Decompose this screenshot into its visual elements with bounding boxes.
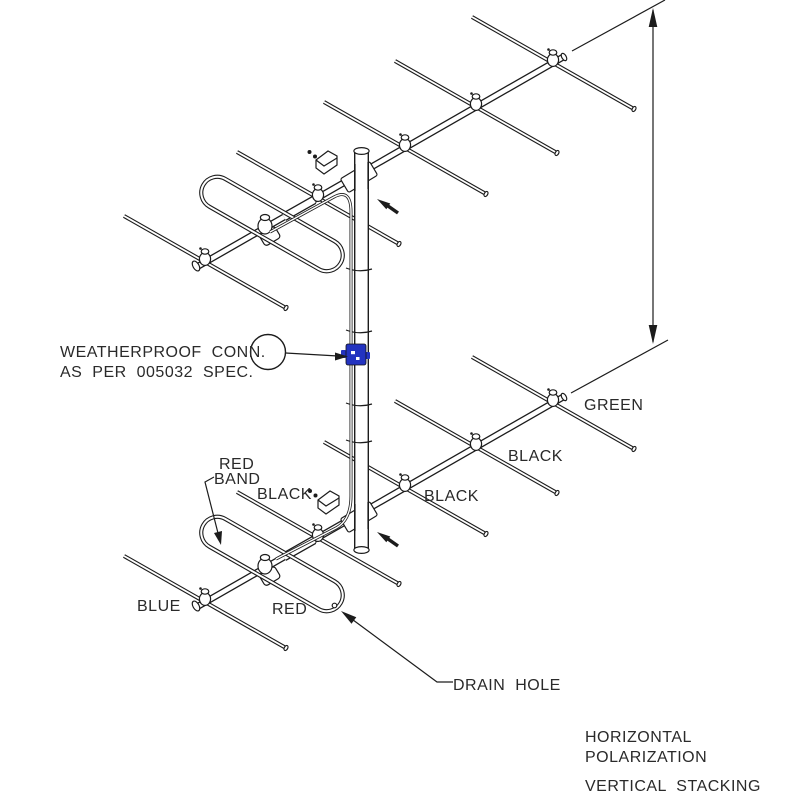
- bolt-top: [313, 154, 317, 159]
- bottom-antenna-clamps: [198, 388, 560, 607]
- driven-element-bracket: [257, 553, 281, 586]
- top-antenna-clamps: [198, 48, 560, 267]
- mast-bottom-cap: [353, 545, 370, 554]
- drain-hole-leader: [341, 611, 453, 683]
- label-red-band-line1: RED: [219, 456, 254, 473]
- label-red-band-line2: BAND: [214, 471, 260, 488]
- bolt-bottom: [313, 493, 318, 498]
- saddle-clamp-top: [315, 150, 338, 175]
- top-folded-dipole: [199, 174, 345, 274]
- boom-end-cap: [560, 392, 568, 402]
- red-band-leader: [204, 476, 222, 545]
- boom-end-cap: [560, 52, 568, 62]
- note-vertical-stacking: VERTICAL STACKING: [585, 778, 761, 795]
- cable-tie: [345, 329, 373, 334]
- bottom-antenna: [123, 355, 637, 652]
- cable-tie: [345, 267, 373, 272]
- stacking-dimension: [570, 0, 669, 394]
- bottom-folded-dipole: [199, 514, 345, 614]
- diagram-notes: HORIZONTAL POLARIZATION VERTICAL STACKIN…: [585, 729, 761, 795]
- label-drain-hole: DRAIN HOLE: [453, 677, 561, 694]
- mast-top-cap: [353, 147, 370, 156]
- dimension-arrow-up-icon: [648, 8, 658, 27]
- top-antenna-boom: [191, 52, 568, 272]
- bolt-top: [307, 150, 312, 154]
- top-antenna: [123, 15, 637, 312]
- label-red: RED: [272, 601, 307, 618]
- label-green: GREEN: [584, 397, 643, 414]
- callout-text-line1: WEATHERPROOF CONN.: [60, 344, 266, 361]
- extension-line-bottom: [570, 339, 669, 394]
- note-polarization-line1: HORIZONTAL: [585, 729, 692, 746]
- label-black-mid: BLACK: [424, 488, 479, 505]
- balloon-callout: WEATHERPROOF CONN. AS PER 005032 SPEC.: [60, 333, 348, 381]
- boom-end-cap: [191, 600, 201, 612]
- callout-text-line2: AS PER 005032 SPEC.: [60, 364, 253, 381]
- boom-end-cap: [191, 260, 201, 272]
- label-blue: BLUE: [137, 598, 181, 615]
- callout-balloon: [249, 333, 287, 371]
- cable-tie: [345, 402, 373, 407]
- bolt-bottom: [308, 489, 312, 493]
- junction-arrow-top: [377, 199, 400, 215]
- label-black-rear: BLACK: [257, 486, 312, 503]
- junction-arrow-bottom: [377, 532, 400, 548]
- drain-hole: [331, 602, 338, 609]
- callout-arrow-icon: [335, 352, 348, 361]
- bottom-antenna-boom: [191, 392, 568, 612]
- saddle-clamp-bottom: [317, 490, 340, 515]
- extension-line-top: [571, 0, 666, 52]
- cable-tie: [345, 439, 373, 444]
- dimension-arrow-down-icon: [648, 325, 658, 344]
- note-polarization-line2: POLARIZATION: [585, 749, 707, 766]
- label-black-front: BLACK: [508, 448, 563, 465]
- weatherproof-connector: [341, 343, 370, 366]
